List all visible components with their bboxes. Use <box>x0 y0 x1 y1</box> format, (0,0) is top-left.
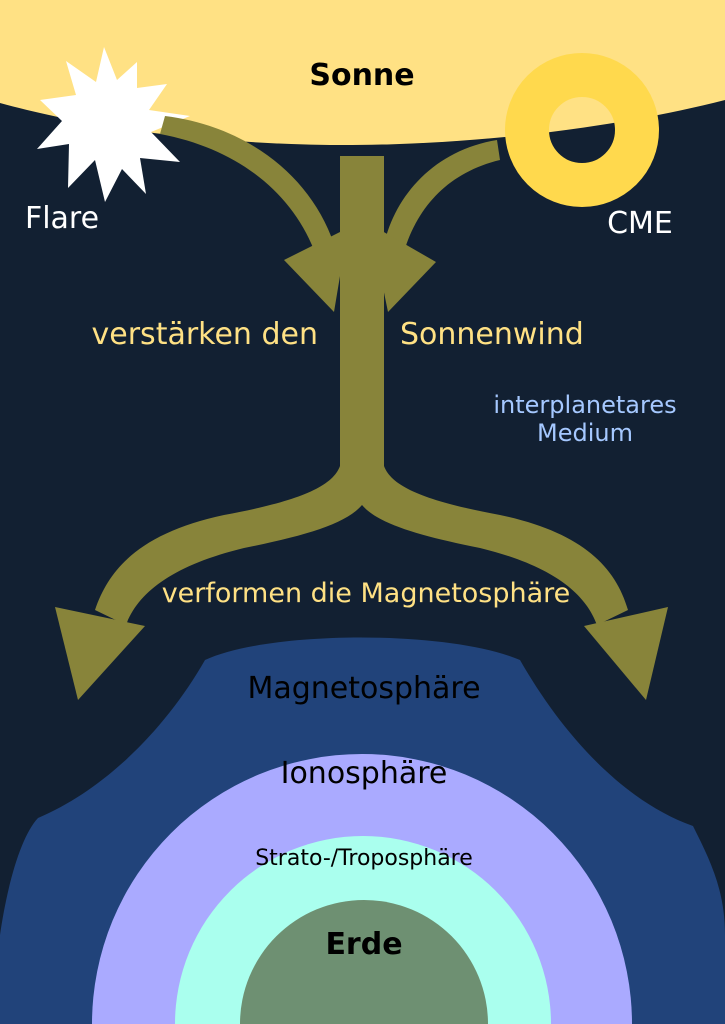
magnetosphere-label: Magnetosphäre <box>247 671 480 706</box>
earth-disk <box>239 899 489 1024</box>
interplanetary-medium-label-line2: Medium <box>537 419 633 447</box>
solar-wind-trunk <box>95 156 628 625</box>
solar-wind-arrows <box>55 116 668 700</box>
interplanetary-medium-label-line1: interplanetares <box>493 391 676 419</box>
left-deflection-arrow-head <box>55 607 145 700</box>
ionosphere-label: Ionosphäre <box>281 756 448 791</box>
flow-label-right: Sonnenwind <box>400 317 584 352</box>
flare-arrow <box>160 116 334 250</box>
sun-label: Sonne <box>309 58 414 93</box>
cme-arrow <box>384 140 500 252</box>
flare-star-icon <box>37 47 190 202</box>
flare-arrow-head <box>284 228 348 312</box>
deform-label: verformen die Magnetosphäre <box>162 578 571 609</box>
cme-ring <box>505 53 659 207</box>
right-deflection-arrow-head <box>584 607 668 700</box>
cme-arrow-head <box>370 224 436 312</box>
earth-label: Erde <box>325 927 402 962</box>
flare-label: Flare <box>25 201 99 236</box>
cme-label: CME <box>607 206 673 241</box>
strato-troposphere-label: Strato-/Troposphäre <box>255 846 473 871</box>
flow-label-left: verstärken den <box>92 317 318 352</box>
